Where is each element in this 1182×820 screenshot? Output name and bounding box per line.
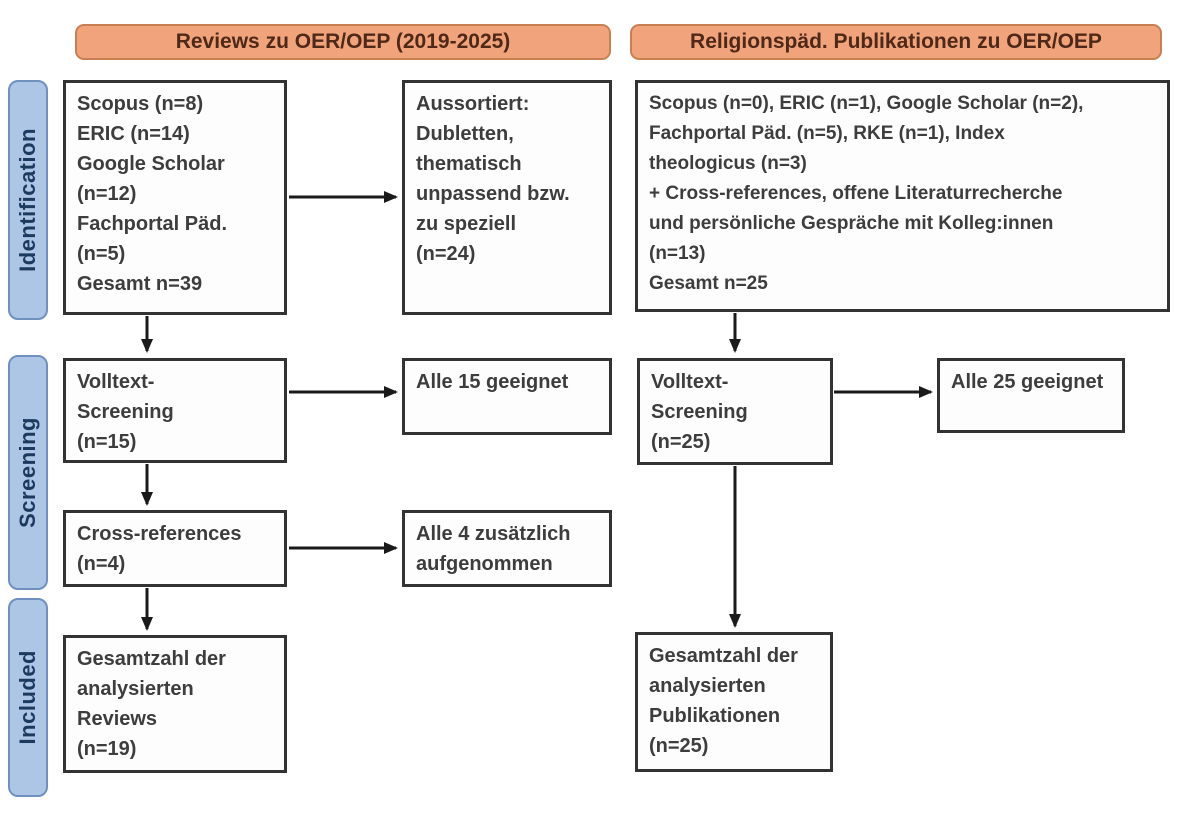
stage-label-screening-text: Screening [15, 417, 40, 528]
box-right-fulltext-result: Alle 25 geeignet [937, 358, 1125, 433]
stage-label-included: Included [8, 598, 48, 797]
box-left-included-total: Gesamtzahl der analysierten Reviews (n=1… [63, 635, 287, 773]
stage-label-identification: Identification [8, 80, 48, 320]
box-left-fulltext-screening: Volltext- Screening (n=15) [63, 358, 287, 463]
stage-label-included-text: Included [15, 650, 40, 745]
box-right-included-total: Gesamtzahl der analysierten Publikatione… [635, 632, 833, 772]
stage-label-identification-text: Identification [15, 128, 40, 272]
box-left-cross-references-result: Alle 4 zusätzlich aufgenommen [402, 510, 612, 587]
box-right-fulltext-screening: Volltext- Screening (n=25) [637, 358, 833, 465]
column-header-religionspaed: Religionspäd. Publikationen zu OER/OEP [630, 24, 1162, 60]
box-left-sources: Scopus (n=8) ERIC (n=14) Google Scholar … [63, 80, 287, 315]
box-left-cross-references: Cross-references (n=4) [63, 510, 287, 587]
stage-label-screening: Screening [8, 355, 48, 590]
box-left-fulltext-result: Alle 15 geeignet [402, 358, 612, 435]
box-right-sources: Scopus (n=0), ERIC (n=1), Google Scholar… [635, 80, 1170, 312]
box-left-excluded: Aussortiert: Dubletten, thematisch unpas… [402, 80, 612, 315]
column-header-reviews: Reviews zu OER/OEP (2019-2025) [75, 24, 611, 60]
